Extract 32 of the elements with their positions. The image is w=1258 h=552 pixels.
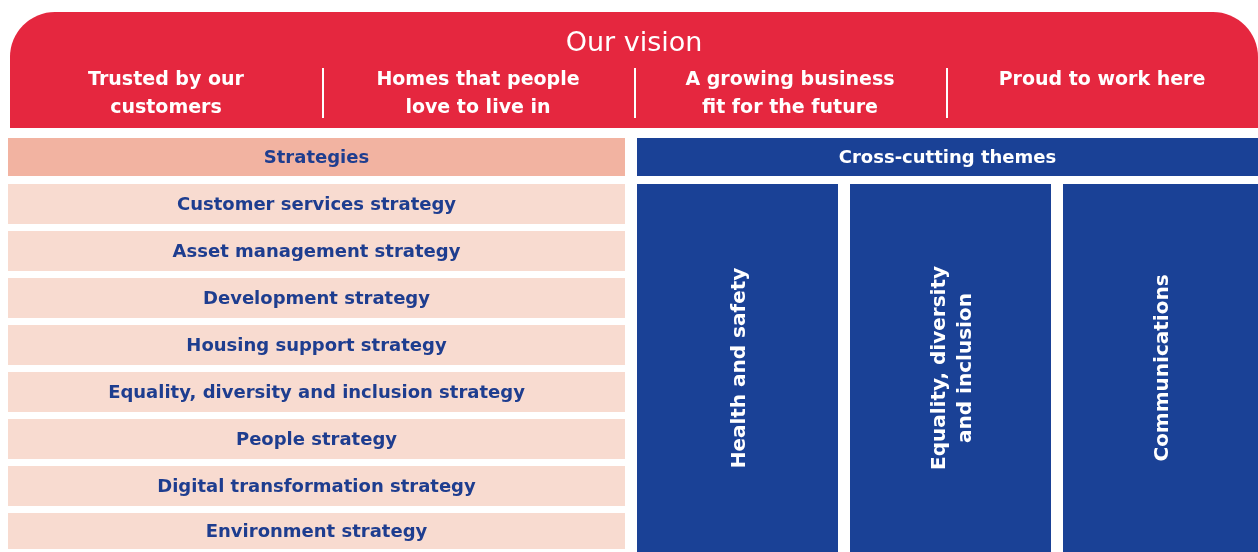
header-label: Cross-cutting themes <box>837 145 1058 169</box>
theme-column <box>850 184 1051 552</box>
header-bar <box>8 138 625 176</box>
strategy-label: Digital transformation strategy <box>156 474 477 498</box>
strategy-bar <box>8 372 625 412</box>
strategy-bar <box>8 419 625 459</box>
strategy-label: Environment strategy <box>204 519 429 543</box>
theme-label: Communications <box>1147 273 1174 464</box>
strategy-bar <box>8 325 625 365</box>
strategy-label: Asset management strategy <box>171 239 462 263</box>
strategy-label: Equality, diversity and inclusion strategy <box>107 380 526 404</box>
strategy-label: Customer services strategy <box>175 192 458 216</box>
theme-column <box>1063 184 1258 552</box>
strategy-label: Development strategy <box>202 286 431 310</box>
vision-pillar: A growing business fit for the future <box>684 66 896 119</box>
strategy-bar <box>8 278 625 318</box>
header-bar <box>637 138 1258 176</box>
strategy-bar <box>8 466 625 506</box>
vision-pillar: Proud to work here <box>997 66 1207 91</box>
theme-label: Equality, diversity and inclusion <box>924 265 977 472</box>
theme-label: Health and safety <box>724 266 751 471</box>
theme-column <box>637 184 838 552</box>
vision-banner <box>10 12 1258 128</box>
vision-pillar: Homes that people love to live in <box>375 66 581 119</box>
header-label: Strategies <box>262 145 371 169</box>
strategy-bar <box>8 231 625 271</box>
strategy-label: People strategy <box>234 427 399 451</box>
strategy-bar <box>8 184 625 224</box>
vision-pillar: Trusted by our customers <box>87 66 245 119</box>
strategy-label: Housing support strategy <box>185 333 448 357</box>
vision-title: Our vision <box>564 26 704 57</box>
strategy-bar <box>8 513 625 549</box>
